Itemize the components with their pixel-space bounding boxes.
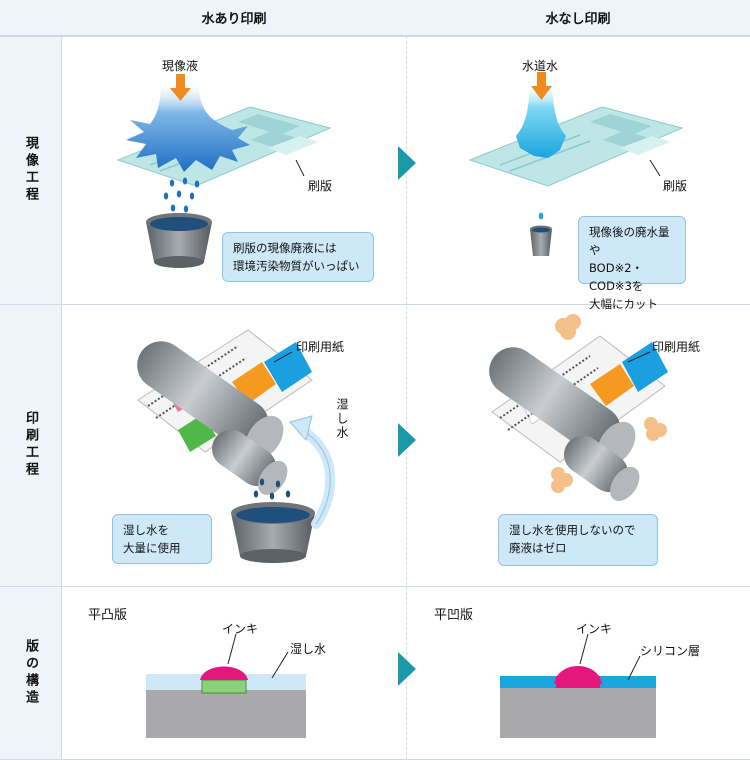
right-arrow-icon (398, 652, 416, 686)
row-label-print-text: 印刷工程 (23, 411, 38, 479)
plate-type-title-dry: 平凹版 (434, 608, 474, 623)
ink-label-wet: インキ (222, 622, 259, 636)
callout-text: 湿し水を (123, 523, 169, 537)
water-drop (538, 212, 544, 220)
divider (0, 36, 750, 37)
leader-line (627, 351, 651, 363)
right-arrow-icon (398, 146, 416, 180)
plate-type-title-wet: 平凸版 (88, 608, 128, 623)
callout-text: BOD※2・COD※3を (589, 261, 644, 293)
divider (0, 304, 750, 305)
plate-label-dry: 刷版 (663, 179, 688, 193)
column-divider (406, 36, 407, 760)
row-label-print: 印刷工程 (0, 304, 62, 586)
curved-arrow-icon (289, 415, 336, 529)
printing-plate-dry (468, 106, 684, 187)
callout-text: 環境汚染物質がいっぱい (233, 259, 360, 273)
leader-line (649, 159, 661, 177)
paper-label-dry: 印刷用紙 (652, 340, 701, 354)
tap-water-stream (516, 80, 566, 158)
ink-label-dry: インキ (576, 622, 613, 636)
leader-line (273, 351, 293, 363)
dampening-water-label-structure: 湿し水 (290, 642, 327, 656)
callout-text: 大幅にカット (589, 297, 658, 311)
row-label-structure-text: 版の構造 (23, 639, 38, 707)
callout-dry-develop: 現像後の廃水量や BOD※2・COD※3を 大幅にカット (578, 216, 686, 311)
water-drops (163, 177, 200, 224)
row-label-develop: 現像工程 (0, 36, 62, 304)
header-dry-printing: 水なし印刷 (406, 0, 750, 36)
callout-dry-print: 湿し水を使用しないので 廃液はゼロ (498, 514, 658, 566)
printing-rollers-dry (489, 347, 640, 501)
small-waste-cup (530, 225, 552, 256)
callout-wet-develop: 刷版の現像廃液には 環境汚染物質がいっぱい (222, 232, 374, 282)
right-arrow-icon (398, 423, 416, 457)
developer-liquid-label: 現像液 (162, 59, 199, 73)
row-label-develop-text: 現像工程 (23, 136, 38, 204)
callout-text: 現像後の廃水量や (589, 225, 670, 257)
dampening-water-label: 湿し水 (334, 398, 351, 440)
plate-structure-wet (146, 633, 306, 738)
waste-bucket (146, 213, 212, 268)
down-arrow-icon (531, 72, 552, 100)
paper-label-wet: 印刷用紙 (296, 340, 345, 354)
callout-text: 大量に使用 (123, 541, 181, 555)
callout-text: 刷版の現像廃液には (233, 241, 337, 255)
callout-text: 湿し水を使用しないので (509, 523, 636, 537)
header-corner (0, 0, 62, 36)
tap-water-label: 水道水 (522, 59, 559, 73)
divider (0, 586, 750, 587)
dampening-water-text: 湿し水 (335, 398, 349, 440)
leader-line (295, 159, 305, 177)
plate-label-wet: 刷版 (308, 179, 333, 193)
callout-text: 廃液はゼロ (509, 541, 567, 555)
down-arrow-icon (170, 74, 191, 101)
water-supply-bucket (231, 502, 315, 563)
silicone-layer-label: シリコン層 (640, 644, 701, 658)
callout-wet-print: 湿し水を 大量に使用 (112, 514, 212, 564)
developer-liquid-splash (126, 80, 250, 172)
row-label-structure: 版の構造 (0, 586, 62, 760)
heat-puff-icon (551, 314, 667, 493)
water-drops (253, 478, 291, 500)
plate-structure-dry (500, 633, 656, 738)
header-wet-printing: 水あり印刷 (62, 0, 406, 36)
printing-rollers-wet (137, 341, 288, 495)
